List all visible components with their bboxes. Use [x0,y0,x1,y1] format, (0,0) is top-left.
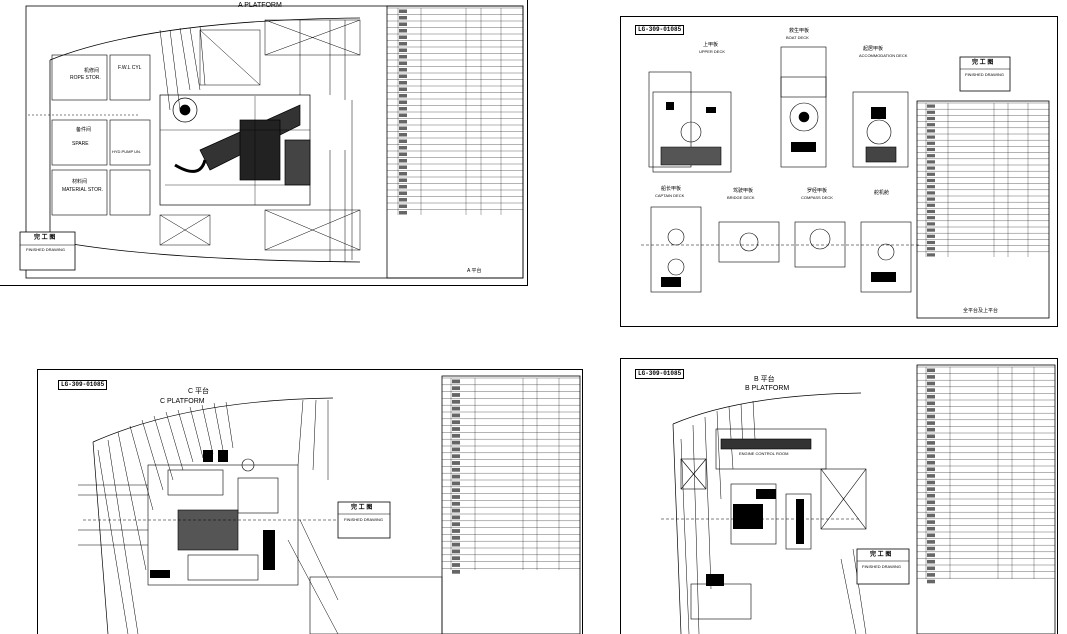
drawing-sheet-c-platform: LG-309-01085 C 平台 C PLATFORM 完 工 图 FINIS… [37,369,583,634]
deck-cn-upper: 上甲板 [703,42,719,48]
deck-cn-boat: 救生甲板 [789,28,810,34]
stamp-title: 完 工 图 [34,235,56,241]
label-cn-3: 材料间 [72,179,88,185]
drawing-sheet-b-platform: LG-309-01085 B 平台 B PLATFORM ENGINE CONT… [620,358,1058,634]
deck-boat: BOAT DECK [786,35,809,40]
label-spare: SPARE [72,141,89,147]
stamp-title: 完 工 图 [870,552,892,558]
deck-upper: UPPER DECK [699,49,726,54]
deck-bridge: BRIDGE DECK [727,195,755,200]
label-rope-stor: ROPE STOR. [70,75,101,81]
sheet-a-drawing [19,5,524,279]
sheet-title-cn: C 平台 [188,388,209,395]
label-hydraulic-unit: HYD.PUMP UN. [112,149,142,154]
label-cn-1: 机修间 [84,68,100,74]
stamp-title: 完 工 图 [351,505,373,511]
label-cn-2: 备件间 [76,127,92,133]
stamp-subtitle: FINISHED DRAWING [965,72,1004,77]
drawing-sheet-a-platform: A PLATFORM ROPE STOR. F.W.L CYL SPARE HY… [0,0,528,286]
sheet-title: C PLATFORM [160,398,205,405]
drawing-code: LG-309-01085 [635,369,685,379]
drawing-code: LG-309-01085 [58,380,108,390]
stamp-subtitle: FINISHED DRAWING [862,564,901,569]
sheet-sign: 全平台及上平台 [963,308,999,314]
deck-cn-other: 舵机舱 [874,190,890,196]
deck-accommodation: ACCOMMODATION DECK [859,53,908,58]
label-material-stor: MATERIAL STOR. [62,187,104,193]
sheet-a-title: A PLATFORM [238,2,282,9]
deck-compass: COMPASS DECK [801,195,833,200]
deck-cn-bridge: 驾驶甲板 [733,188,754,194]
sheet-c-drawing [78,375,581,634]
label-fwl-cyl: F.W.L CYL [118,65,142,71]
drawing-code: LG-309-01085 [635,25,685,35]
sheet-d-drawing [641,46,1050,319]
sheet-title-cn: B 平台 [754,376,775,383]
drawing-sheet-decks: LG-309-01085 上甲板 UPPER DECK 救生甲板 BOAT DE… [620,16,1058,327]
sheet-sign: A 平台 [467,268,482,274]
deck-captain: CAPTAIN DECK [655,193,685,198]
room-label: ENGINE CONTROL ROOM [739,451,789,456]
sheet-b-drawing [661,364,1056,634]
stamp-title: 完 工 图 [972,60,994,66]
stamp-subtitle: FINISHED DRAWING [344,517,383,522]
deck-cn-accommodation: 起居甲板 [863,46,884,52]
deck-cn-captain: 船长甲板 [661,186,682,192]
stamp-subtitle: FINISHED DRAWING [26,247,65,252]
deck-cn-compass: 罗经甲板 [807,188,828,194]
sheet-title: B PLATFORM [745,385,790,392]
